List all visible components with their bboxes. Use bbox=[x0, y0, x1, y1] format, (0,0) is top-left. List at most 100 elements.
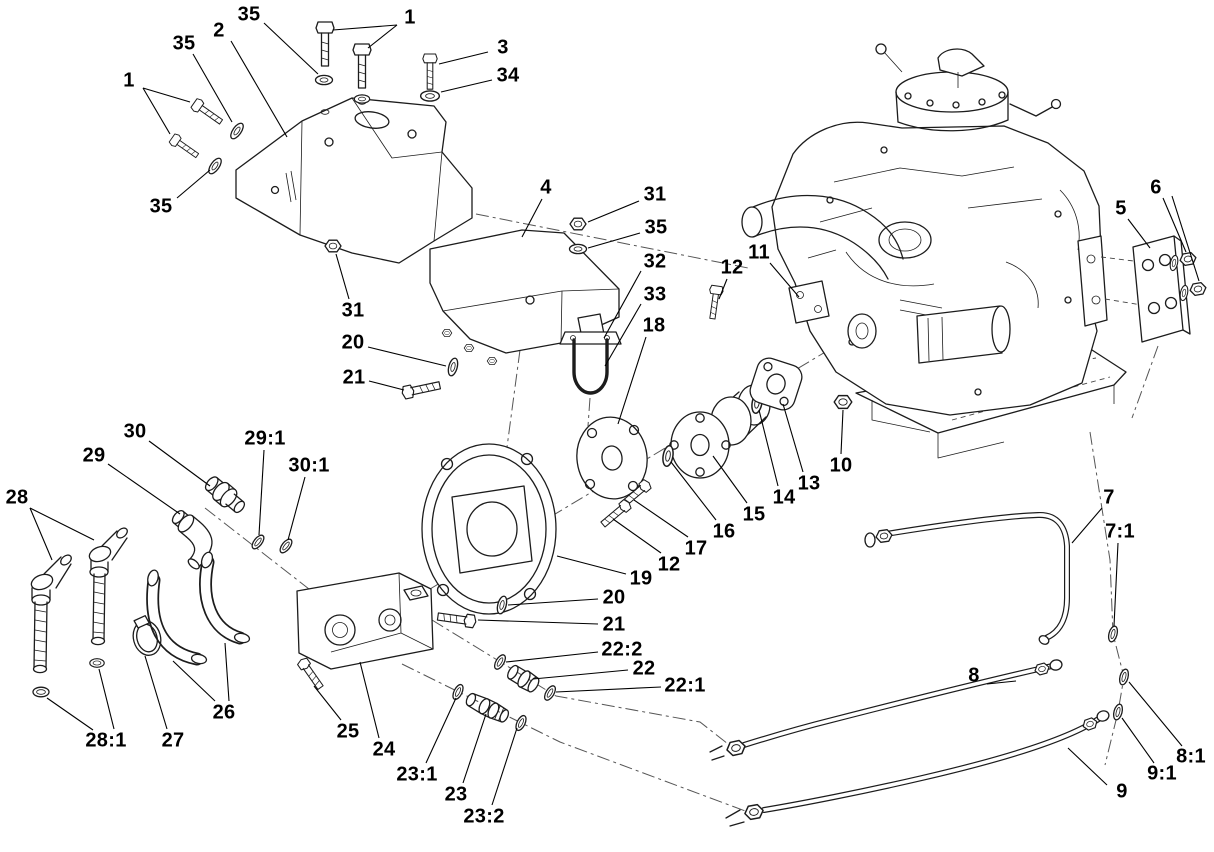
callout-18-13: 18 bbox=[642, 314, 666, 337]
callout-14-28: 14 bbox=[772, 486, 796, 509]
callout-4-8: 4 bbox=[540, 176, 552, 199]
bolt-part1-c bbox=[189, 96, 226, 128]
leader-30-21 bbox=[148, 440, 211, 487]
leader-28-1-52 bbox=[46, 697, 94, 731]
leader-13-27 bbox=[782, 403, 804, 473]
oring-30-1 bbox=[277, 536, 295, 556]
leader-6-17 bbox=[1171, 195, 1200, 282]
callout-30-1-24: 30:1 bbox=[288, 454, 330, 477]
leader-8-41 bbox=[986, 680, 1017, 685]
leader-2-2 bbox=[230, 40, 288, 138]
callout-10-26: 10 bbox=[829, 454, 853, 477]
leader-9-1-43 bbox=[1121, 717, 1155, 764]
leader-29-22 bbox=[107, 463, 181, 515]
callout-26-45: 26 bbox=[212, 701, 236, 724]
leader-35-6 bbox=[192, 53, 233, 123]
callout-33-12: 33 bbox=[643, 283, 667, 306]
leader-26-45 bbox=[172, 660, 216, 702]
callout-35-6: 35 bbox=[172, 32, 196, 55]
washer-part35-c bbox=[227, 120, 247, 142]
leader-22-2-38 bbox=[505, 651, 599, 663]
leader-6-17 bbox=[1162, 197, 1187, 253]
callout-5-16: 5 bbox=[1115, 197, 1127, 220]
callout-28-25: 28 bbox=[5, 486, 29, 509]
hydraulic-line-part7 bbox=[864, 512, 1070, 645]
hydraulic-line-part8 bbox=[709, 659, 1063, 761]
callout-35-10: 35 bbox=[644, 216, 668, 239]
leader-23-1-48 bbox=[425, 697, 457, 764]
callout-22-39: 22 bbox=[632, 657, 656, 680]
leader-lines bbox=[29, 22, 1200, 806]
leader-8-1-42 bbox=[1128, 681, 1183, 747]
leader-21-20 bbox=[368, 380, 405, 391]
leader-20-19 bbox=[367, 346, 447, 367]
mount-bracket-part2 bbox=[235, 97, 473, 264]
oring-28-1-b bbox=[89, 658, 105, 668]
hydraulic-line-part9 bbox=[725, 710, 1110, 827]
callout-12-32: 12 bbox=[657, 553, 681, 576]
leader-17-31 bbox=[633, 499, 689, 538]
bolt-part12-a bbox=[705, 284, 725, 321]
leader-35-10 bbox=[587, 232, 641, 249]
leader-23-2-50 bbox=[491, 727, 518, 806]
callout-13-27: 13 bbox=[797, 472, 821, 495]
hose-part26a bbox=[146, 569, 208, 666]
nut-part31-b bbox=[569, 217, 587, 231]
callout-27-51: 27 bbox=[161, 729, 185, 752]
leader-28-25 bbox=[29, 507, 53, 561]
fitting-part30 bbox=[204, 476, 246, 514]
callout-21-37: 21 bbox=[602, 613, 626, 636]
nut-part10 bbox=[833, 394, 853, 410]
hose-part26b bbox=[199, 551, 251, 645]
leader-1-5 bbox=[142, 87, 191, 103]
callout-11-15: 11 bbox=[748, 241, 770, 264]
hose-clamp-part27 bbox=[132, 615, 162, 656]
leader-35-0 bbox=[263, 22, 319, 75]
leader-12-32 bbox=[612, 518, 662, 554]
leader-18-13 bbox=[617, 336, 647, 425]
callout-24-47: 24 bbox=[372, 738, 396, 761]
callout-21-20: 21 bbox=[342, 366, 366, 389]
callout-17-31: 17 bbox=[684, 537, 708, 560]
callout-23-49: 23 bbox=[444, 783, 468, 806]
oring-23-1 bbox=[450, 682, 466, 702]
elbow-fitting-part28b bbox=[88, 527, 128, 646]
leader-1-1 bbox=[367, 24, 398, 49]
callout-7-33: 7 bbox=[1103, 486, 1115, 509]
leader-4-8 bbox=[521, 198, 543, 238]
callout-8-41: 8 bbox=[968, 664, 980, 687]
leader-21-37 bbox=[477, 619, 599, 625]
gear-pump-part24 bbox=[296, 572, 434, 670]
leader-12-14 bbox=[718, 278, 728, 300]
callout-16-30: 16 bbox=[712, 520, 736, 543]
leader-22-39 bbox=[532, 669, 629, 680]
leader-27-51 bbox=[144, 655, 168, 730]
callout-20-36: 20 bbox=[602, 586, 626, 609]
washer-part35-a bbox=[314, 74, 334, 86]
bolt-part1-b bbox=[352, 43, 372, 89]
callout-35-0: 35 bbox=[237, 3, 261, 26]
callout-28-1-52: 28:1 bbox=[85, 729, 127, 752]
callout-23-2-50: 23:2 bbox=[463, 805, 505, 828]
leader-23-49 bbox=[462, 713, 487, 784]
leader-15-29 bbox=[712, 455, 748, 504]
callout-34-4: 34 bbox=[496, 64, 520, 87]
leader-34-4 bbox=[440, 79, 493, 93]
leader-3-3 bbox=[438, 51, 489, 65]
leader-14-28 bbox=[758, 409, 779, 487]
washer-part35-b bbox=[353, 94, 371, 104]
leader-20-36 bbox=[507, 598, 599, 606]
leader-25-46 bbox=[313, 685, 342, 721]
callout-23-1-48: 23:1 bbox=[396, 763, 438, 786]
orings-hydraulic-lines bbox=[1106, 624, 1131, 722]
bolt-part12-b bbox=[598, 497, 634, 530]
bolt-part1-d bbox=[167, 132, 202, 162]
bolt-part21-a bbox=[400, 378, 442, 400]
callout-31-9: 31 bbox=[643, 183, 667, 206]
engine-assembly bbox=[741, 43, 1149, 459]
leader-11-15 bbox=[769, 262, 800, 298]
callout-3-3: 3 bbox=[497, 36, 509, 59]
leader-26-45 bbox=[224, 642, 230, 702]
leader-24-47 bbox=[359, 661, 380, 739]
